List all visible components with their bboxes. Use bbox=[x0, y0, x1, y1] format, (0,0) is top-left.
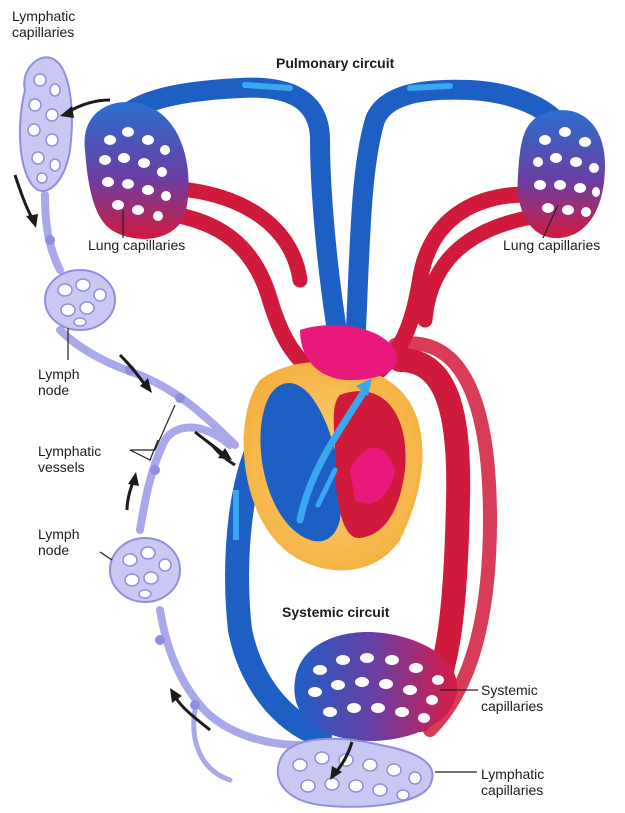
left-lung-capillary-bed bbox=[85, 102, 189, 239]
lymph-node-lower-label: Lymph node bbox=[38, 526, 82, 558]
lymph-node-upper bbox=[45, 270, 115, 330]
lung-capillaries-right-label: Lung capillaries bbox=[503, 237, 600, 253]
systemic-circuit-label: Systemic circuit bbox=[282, 604, 389, 620]
pulmonary-circuit-label: Pulmonary circuit bbox=[276, 55, 394, 71]
systemic-capillary-bed bbox=[294, 632, 457, 741]
right-lung-capillary-bed bbox=[518, 110, 605, 238]
heart bbox=[244, 325, 423, 570]
lymphatic-capillaries-bottom-label: Lymphatic capillaries bbox=[481, 766, 561, 798]
systemic-capillaries-label: Systemic capillaries bbox=[481, 682, 561, 714]
lymphatic-capillaries-bottom bbox=[278, 739, 433, 807]
lymphatic-capillaries-top bbox=[20, 57, 72, 191]
lymph-node-lower bbox=[110, 538, 180, 602]
lymphatic-vessels-label: Lymphatic vessels bbox=[38, 443, 110, 475]
lung-capillaries-left-label: Lung capillaries bbox=[88, 237, 185, 253]
lymph-node-upper-label: Lymph node bbox=[38, 366, 82, 398]
lymphatic-capillaries-top-label: Lymphatic capillaries bbox=[12, 8, 84, 40]
